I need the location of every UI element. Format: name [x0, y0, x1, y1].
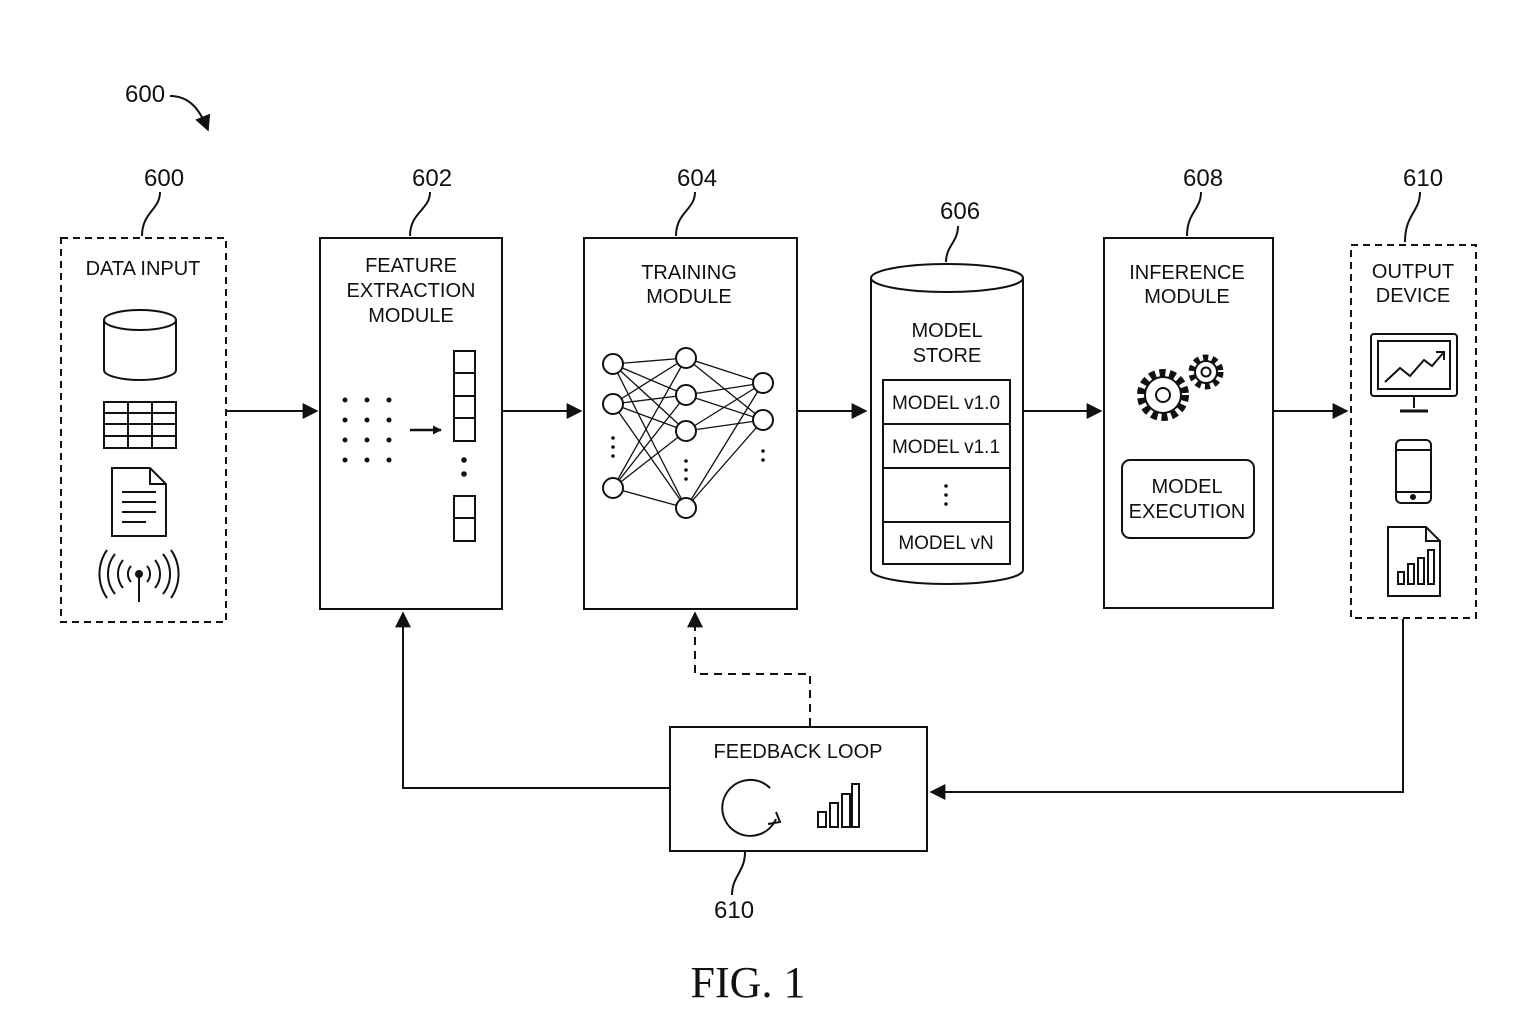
model-store-cylinder-top	[871, 264, 1023, 292]
data-input-block: 600 DATA INPUT	[61, 165, 226, 622]
arrow-feedback-to-training	[695, 613, 810, 726]
figure-caption: FIG. 1	[691, 958, 806, 1007]
data-input-leader	[142, 192, 160, 236]
neural-network-icon	[603, 348, 773, 518]
output-device-block: 610 OUTPUT DEVICE	[1351, 165, 1476, 618]
feature-extraction-leader	[410, 192, 430, 236]
gears-icon	[1141, 358, 1220, 417]
raw-features-dots	[343, 398, 392, 463]
training-block: 604 TRAINING MODULE	[584, 165, 797, 609]
model-version-ellipsis	[944, 484, 948, 506]
output-device-title-1: OUTPUT	[1372, 261, 1454, 283]
bar-chart-icon	[818, 784, 859, 827]
arrow-output-to-feedback	[931, 619, 1403, 792]
output-device-leader	[1405, 192, 1420, 242]
training-ref: 604	[677, 165, 717, 192]
output-device-title-2: DEVICE	[1376, 285, 1450, 307]
monitor-chart-icon	[1371, 334, 1457, 411]
model-store-block: 606 MODEL STORE MODEL v1.0 MODEL v1.1 MO…	[871, 198, 1023, 584]
table-icon	[104, 402, 176, 448]
report-icon	[1388, 527, 1440, 596]
inference-block: 608 INFERENCE MODULE MODEL EXECUTION	[1104, 165, 1273, 608]
training-leader	[676, 192, 695, 236]
overall-ref-label: 600	[125, 81, 165, 108]
inference-title-2: MODULE	[1144, 286, 1230, 308]
model-store-title-2: STORE	[913, 345, 982, 367]
training-title-1: TRAINING	[641, 262, 737, 284]
model-execution-line-2: EXECUTION	[1129, 501, 1246, 523]
model-version-1: MODEL v1.0	[892, 393, 1000, 414]
feature-extraction-title-1: FEATURE	[365, 255, 457, 277]
model-version-n: MODEL vN	[898, 533, 993, 554]
feedback-loop-leader	[732, 852, 745, 895]
refresh-icon	[722, 780, 780, 836]
database-icon	[104, 310, 176, 380]
feedback-loop-title: FEEDBACK LOOP	[714, 741, 883, 763]
document-icon	[112, 468, 166, 536]
feedback-loop-ref: 610	[714, 897, 754, 924]
inference-title-1: INFERENCE	[1129, 262, 1245, 284]
feature-vector-icon	[454, 351, 475, 541]
data-input-ref: 600	[144, 165, 184, 192]
feature-extraction-title-2: EXTRACTION	[347, 280, 476, 302]
data-input-box	[61, 238, 226, 622]
output-device-ref: 610	[1403, 165, 1443, 192]
antenna-icon	[99, 550, 178, 602]
model-version-2: MODEL v1.1	[892, 437, 1000, 458]
feature-extraction-block: 602 FEATURE EXTRACTION MODULE	[320, 165, 502, 609]
model-execution-box	[1122, 460, 1254, 538]
feedback-loop-block: FEEDBACK LOOP 610	[670, 727, 927, 924]
model-store-leader	[946, 226, 958, 262]
feature-extraction-title-3: MODULE	[368, 305, 454, 327]
smartphone-icon	[1396, 440, 1431, 503]
arrow-feedback-to-feature	[403, 613, 669, 788]
model-store-ref: 606	[940, 198, 980, 225]
inference-ref: 608	[1183, 165, 1223, 192]
feature-extraction-ref: 602	[412, 165, 452, 192]
model-store-title-1: MODEL	[911, 320, 982, 342]
inference-leader	[1187, 192, 1201, 236]
overall-ref-arrow	[170, 96, 208, 130]
model-execution-line-1: MODEL	[1151, 476, 1222, 498]
training-title-2: MODULE	[646, 286, 732, 308]
data-input-title: DATA INPUT	[86, 258, 201, 280]
